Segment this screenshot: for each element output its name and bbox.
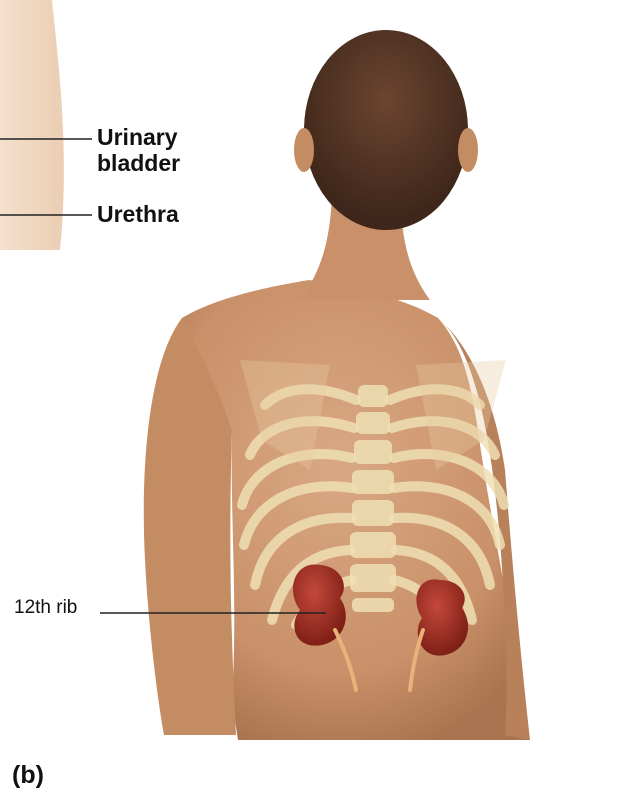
head bbox=[304, 30, 468, 230]
ear-right bbox=[458, 128, 478, 172]
label-urethra: Urethra bbox=[97, 202, 179, 228]
panel-letter: (b) bbox=[12, 761, 44, 789]
label-urinary-bladder-line2: bladder bbox=[97, 151, 180, 177]
kidney-right bbox=[416, 579, 468, 655]
inset-body-fragment bbox=[0, 0, 64, 250]
label-12th-rib: 12th rib bbox=[14, 597, 77, 618]
label-urinary-bladder: Urinary bladder bbox=[97, 125, 180, 177]
label-urinary-bladder-line1: Urinary bbox=[97, 125, 180, 151]
ear-left bbox=[294, 128, 314, 172]
